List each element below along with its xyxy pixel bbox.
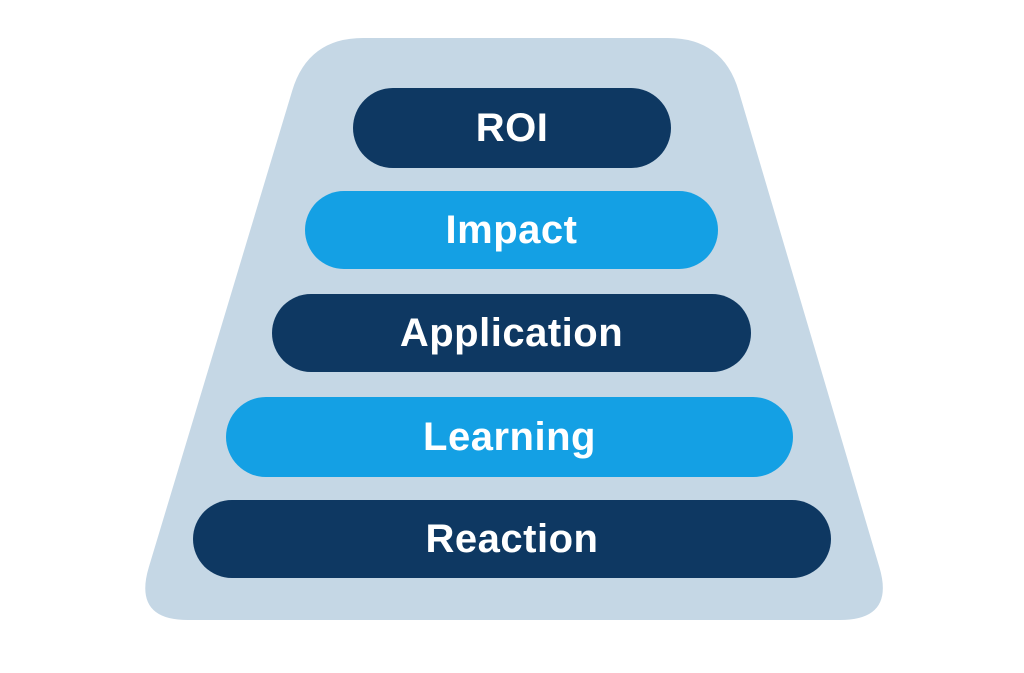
level-impact-label: Impact <box>445 208 578 252</box>
level-learning: Learning <box>226 397 793 477</box>
level-application: Application <box>272 294 751 372</box>
level-impact: Impact <box>305 191 718 269</box>
level-reaction: Reaction <box>193 500 831 578</box>
level-learning-label: Learning <box>423 415 596 459</box>
level-application-label: Application <box>399 311 624 355</box>
level-reaction-label: Reaction <box>425 517 599 561</box>
level-roi-label: ROI <box>475 106 549 150</box>
level-roi: ROI <box>353 88 671 168</box>
